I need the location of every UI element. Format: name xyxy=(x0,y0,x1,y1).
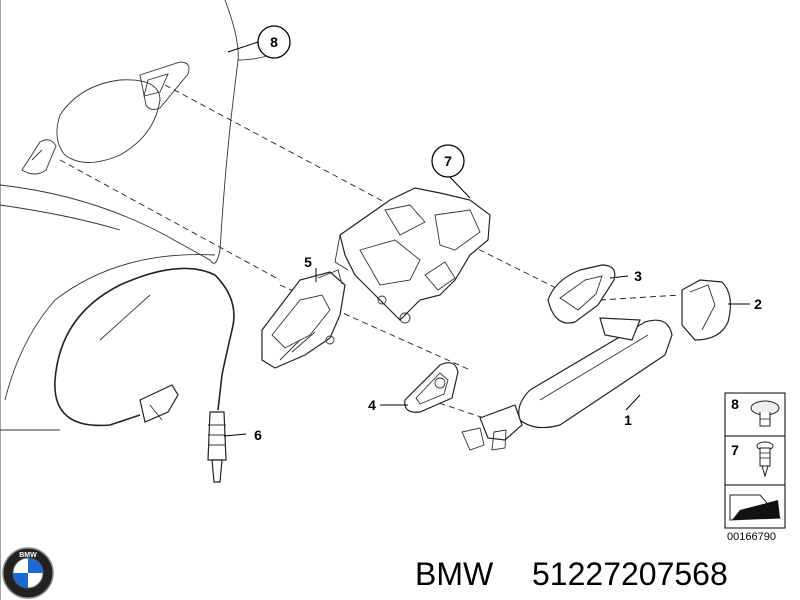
leader-lines xyxy=(223,41,750,437)
assembly-lines xyxy=(59,84,681,421)
bowden-cable-part xyxy=(54,267,235,483)
bmw-logo-text: BMW xyxy=(19,552,37,559)
door-handle-part xyxy=(461,317,673,451)
door-handle-recess xyxy=(21,61,190,175)
footer-part-number: 51227207568 xyxy=(532,556,728,592)
screw-icon xyxy=(756,441,774,478)
end-cap-part xyxy=(681,279,732,341)
callout-4-label: 4 xyxy=(368,397,376,413)
door-outline xyxy=(0,0,271,600)
small-parts-legend: 8 7 xyxy=(724,392,786,529)
carrier-bracket-part xyxy=(334,187,491,324)
callout-5-label: 5 xyxy=(304,254,312,270)
legend-row-8-label: 8 xyxy=(731,396,739,412)
panel-wedge-icon xyxy=(729,494,782,521)
clip-icon xyxy=(750,400,780,427)
drawing-number: 00166790 xyxy=(727,531,776,543)
callout-8: 8 xyxy=(257,25,291,59)
callout-6-label: 6 xyxy=(254,427,262,443)
lock-mechanism-part xyxy=(261,269,346,369)
callout-1-label: 1 xyxy=(624,412,632,428)
callout-7: 7 xyxy=(431,144,465,178)
gasket-part xyxy=(547,264,616,324)
footer-brand: BMW xyxy=(415,556,494,592)
legend-row-7-label: 7 xyxy=(731,442,739,458)
bmw-logo xyxy=(2,547,54,599)
escutcheon-part xyxy=(404,362,459,413)
callout-7-label: 7 xyxy=(444,153,452,169)
callout-8-label: 8 xyxy=(270,34,278,50)
callout-2-label: 2 xyxy=(754,296,762,312)
callout-3-label: 3 xyxy=(634,268,642,284)
